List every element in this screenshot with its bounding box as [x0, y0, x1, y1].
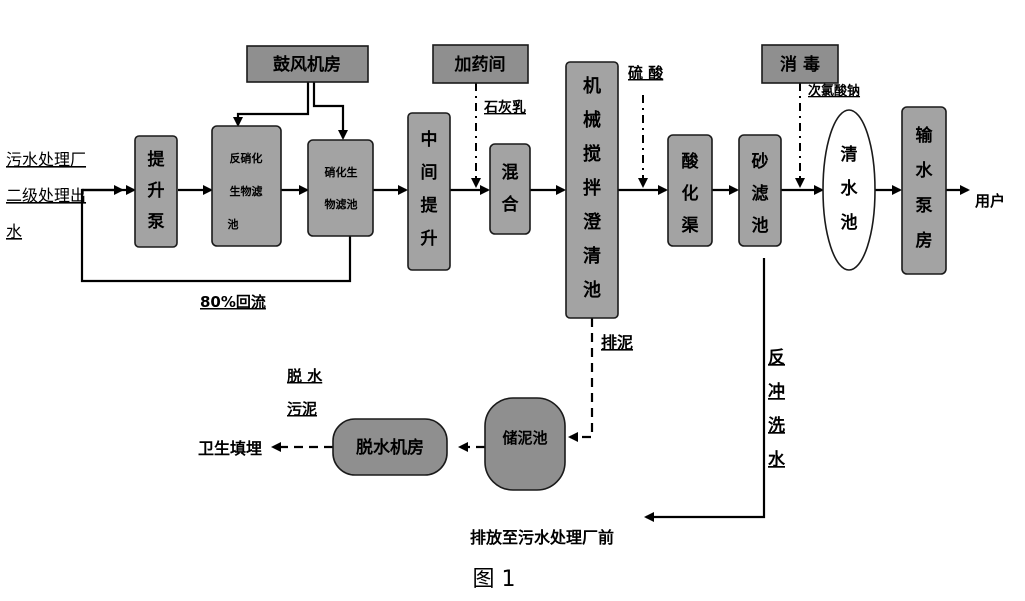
dewater-room-label: 脱水机房: [356, 437, 424, 458]
dosing-room-label: 加药间: [454, 54, 506, 75]
sludge-tank-label: 储泥池: [502, 429, 547, 447]
recycle-label: 80%回流: [200, 293, 266, 311]
clarifier-char-5: 澄: [583, 211, 602, 233]
clarifier-char-1: 机: [583, 76, 601, 97]
source-line-1: 污水处理厂: [6, 150, 86, 169]
denitrify-filter-line-3: 池: [228, 217, 239, 231]
blower-room-box: [246, 45, 369, 83]
denitrify-filter-box: [211, 125, 282, 247]
clarifier-char-3: 搅: [583, 143, 601, 165]
denitrify-filter-line-1: 反硝化: [230, 151, 263, 165]
sand-filter-char-2: 滤: [752, 183, 769, 204]
mid-lift-char-2: 间: [421, 162, 438, 183]
sludge-tank-box: [484, 397, 566, 491]
mid-lift-char-3: 提: [421, 196, 439, 216]
nitrify-filter-line-2: 物滤池: [325, 197, 358, 211]
lift-pump-char-3: 泵: [148, 212, 165, 232]
backwash-char-3: 洗: [768, 415, 785, 436]
denitrify-filter-line-2: 生物滤: [230, 184, 263, 198]
nitrify-filter-line-1: 硝化生: [325, 165, 358, 179]
air-line-to-nitrify: [312, 82, 348, 140]
sludge-discharge-label: 排泥: [601, 333, 633, 352]
sand-filter-char-3: 池: [752, 215, 769, 236]
mixing-char-2: 合: [502, 194, 520, 215]
mixing-char-1: 混: [502, 163, 519, 183]
sand-filter-box: [738, 134, 782, 247]
discharge-front-label: 排放至污水处理厂前: [470, 528, 614, 547]
mid-lift-char-4: 升: [421, 229, 438, 249]
disinfection-label: 消 毒: [780, 54, 820, 75]
lime-milk-label: 石灰乳: [483, 99, 526, 116]
hypochlorite-label: 次氯酸钠: [808, 83, 860, 99]
pump-house-char-3: 泵: [916, 196, 933, 216]
dosing-room-box: [432, 44, 529, 84]
sludge-discharge-line: [568, 318, 594, 442]
figure-caption: 图 1: [473, 567, 516, 592]
acidify-char-1: 酸: [682, 151, 700, 172]
clear-well-char-2: 水: [841, 178, 859, 199]
backwash-char-1: 反: [768, 348, 785, 368]
mid-lift-char-1: 中: [421, 129, 438, 150]
nitrify-filter-box: [307, 139, 374, 237]
backwash-line: [644, 258, 766, 522]
blower-room-label: 鼓风机房: [273, 54, 341, 75]
backwash-char-4: 水: [768, 449, 786, 470]
pump-house-box: [901, 106, 947, 275]
dewatered-sludge-line-2: 污泥: [287, 400, 317, 418]
lift-pump-box: [134, 135, 178, 248]
sand-filter-char-1: 砂: [752, 151, 769, 172]
mixing-box: [489, 143, 531, 235]
acidify-char-2: 化: [682, 183, 699, 204]
source-line-2: 二级处理出: [6, 186, 86, 205]
landfill-label: 卫生填埋: [198, 439, 262, 458]
lift-pump-char-1: 提: [148, 150, 166, 170]
backwash-char-2: 冲: [768, 381, 785, 402]
clear-well-char-1: 清: [841, 144, 858, 165]
user-label: 用户: [975, 192, 1005, 210]
clarifier-box: [565, 61, 619, 319]
dewatered-sludge-line-1: 脱 水: [287, 367, 323, 385]
sulfuric-acid-label: 硫 酸: [628, 64, 664, 82]
clarifier-char-2: 械: [583, 109, 601, 131]
recycle-loop-line: [80, 185, 352, 283]
air-line-to-denitrify: [233, 82, 310, 127]
pump-house-char-1: 输: [916, 125, 934, 146]
dewater-room-box: [332, 418, 448, 476]
source-line-3: 水: [6, 222, 22, 241]
lift-pump-char-2: 升: [148, 181, 165, 201]
clarifier-char-6: 清: [583, 246, 601, 267]
acidify-char-3: 渠: [681, 215, 700, 236]
clear-well-char-3: 池: [841, 212, 858, 233]
pump-house-char-4: 房: [916, 230, 933, 251]
disinfection-box: [761, 44, 839, 84]
clarifier-char-4: 拌: [583, 177, 601, 199]
mid-lift-box: [407, 112, 451, 271]
pump-house-char-2: 水: [916, 160, 934, 181]
clarifier-char-7: 池: [583, 279, 601, 301]
clear-well-shape: [822, 109, 876, 271]
acidify-box: [667, 134, 713, 247]
